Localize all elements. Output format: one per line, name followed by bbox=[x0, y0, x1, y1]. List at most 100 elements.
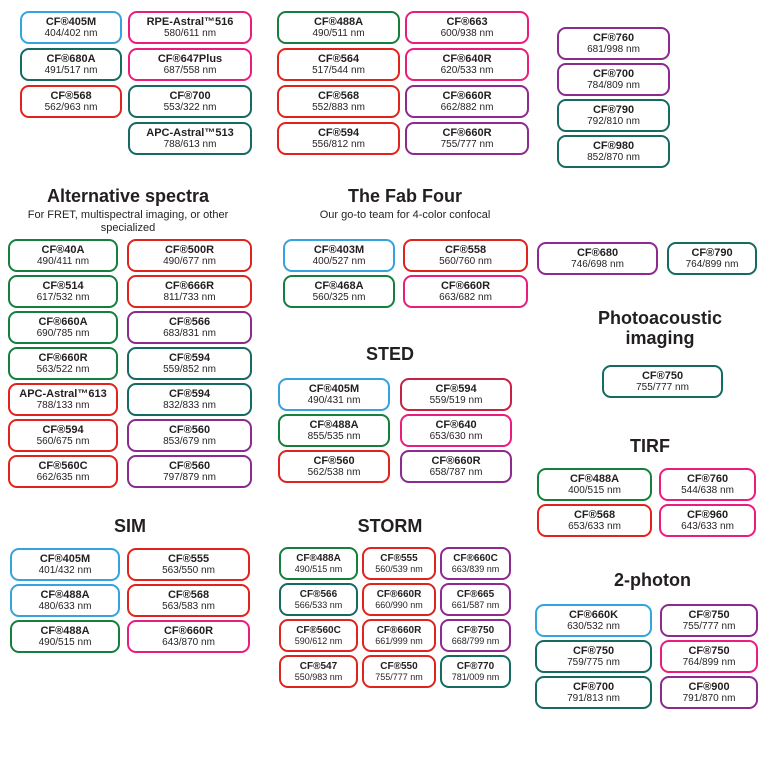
section-title-two-photon: 2-photon bbox=[614, 570, 691, 590]
dye-wavelengths: 560/675 nm bbox=[36, 436, 90, 448]
dye-name: CF®660R bbox=[163, 624, 214, 637]
dye-name: CF®488A bbox=[569, 472, 620, 485]
dye-wavelengths: 560/325 nm bbox=[312, 292, 366, 304]
dye-name: CF®660C bbox=[453, 552, 498, 564]
dye-wavelengths: 781/009 nm bbox=[451, 672, 500, 683]
dye-name: CF®405M bbox=[308, 382, 360, 395]
dye-name: CF®640R bbox=[442, 52, 492, 65]
dye-name: CF®566 bbox=[168, 315, 211, 328]
dye-wavelengths: 490/431 nm bbox=[307, 395, 361, 407]
dye-name: CF®700 bbox=[592, 67, 635, 80]
dye-name: CF®660R bbox=[440, 279, 491, 292]
dye-name: CF®594 bbox=[42, 423, 84, 436]
dye-name: CF®566 bbox=[299, 588, 338, 600]
dye-name: APC-Astral™513 bbox=[146, 126, 234, 139]
dye-name: CF®660R bbox=[376, 588, 422, 600]
dye-wavelengths: 553/322 nm bbox=[163, 102, 217, 114]
dye-wavelengths: 788/133 nm bbox=[36, 400, 90, 412]
dye-name: CF®900 bbox=[688, 680, 730, 693]
dye-wavelengths: 556/812 nm bbox=[312, 139, 365, 151]
section-title-alternative-spectra: Alternative spectra bbox=[46, 186, 210, 206]
dye-name: CF®514 bbox=[42, 279, 84, 292]
dye-wavelengths: 832/833 nm bbox=[163, 400, 216, 412]
dye-wavelengths: 490/515 nm bbox=[38, 637, 92, 649]
dye-wavelengths: 643/870 nm bbox=[162, 637, 215, 649]
dye-name: CF®555 bbox=[380, 552, 418, 564]
section-title-storm: STORM bbox=[357, 516, 423, 536]
dye-name: CF®568 bbox=[50, 89, 92, 102]
section-header-two-photon: 2-photon bbox=[565, 570, 740, 590]
dye-wavelengths: 550/983 nm bbox=[294, 672, 343, 683]
dye-wavelengths: 663/839 nm bbox=[451, 564, 500, 575]
dye-wavelengths: 653/630 nm bbox=[429, 431, 483, 443]
dye-name: CF®790 bbox=[691, 246, 733, 259]
dye-name: CF®640 bbox=[435, 418, 477, 431]
dye-name: CF®488A bbox=[313, 15, 364, 28]
section-header-sim: SIM bbox=[20, 516, 240, 536]
dye-name: CF®750 bbox=[641, 369, 684, 382]
dye-wavelengths: 630/532 nm bbox=[567, 621, 620, 633]
dye-wavelengths: 490/411 nm bbox=[36, 256, 90, 268]
dye-wavelengths: 401/432 nm bbox=[38, 565, 92, 577]
dye-wavelengths: 560/539 nm bbox=[375, 564, 423, 575]
dye-wavelengths: 755/777 nm bbox=[375, 672, 423, 683]
dye-wavelengths: 563/583 nm bbox=[162, 601, 215, 613]
dye-wavelengths: 687/558 nm bbox=[163, 65, 217, 77]
section-header-alternative-spectra: Alternative spectra For FRET, multispect… bbox=[0, 186, 256, 235]
dye-name: CF®488A bbox=[40, 588, 90, 601]
section-title-sim: SIM bbox=[113, 516, 146, 536]
dye-wavelengths: 480/633 nm bbox=[38, 601, 92, 613]
dye-name: CF®500R bbox=[164, 243, 215, 256]
dye-name: CF®750 bbox=[456, 624, 495, 636]
dye-name: CF®660R bbox=[442, 126, 492, 139]
dye-wavelengths: 690/785 nm bbox=[36, 328, 90, 340]
section-subtitle-alternative-spectra: For FRET, multispectral imaging, or othe… bbox=[27, 209, 229, 234]
dye-name: CF®594 bbox=[317, 126, 360, 139]
dye-wavelengths: 746/698 nm bbox=[571, 259, 624, 271]
dye-wavelengths: 400/515 nm bbox=[568, 485, 621, 497]
